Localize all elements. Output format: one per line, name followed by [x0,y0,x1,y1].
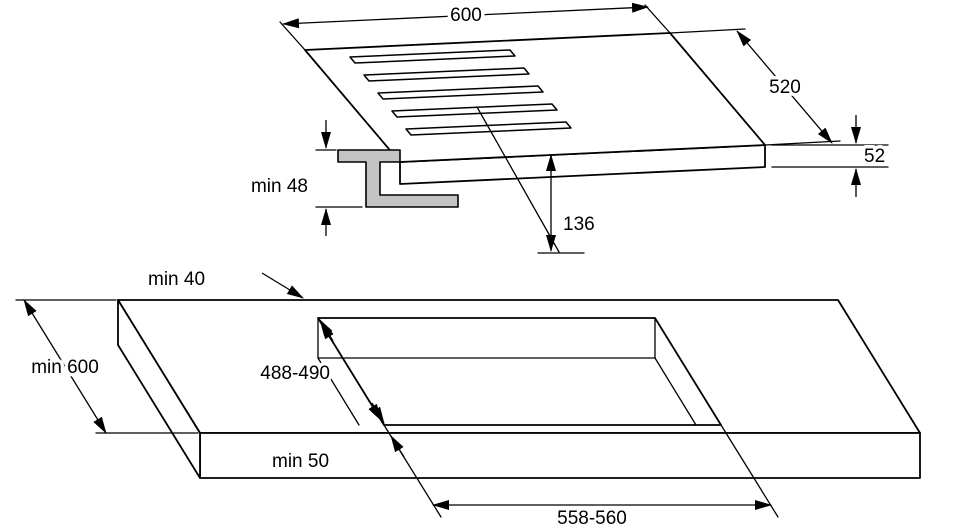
dim-min-clearance: min 48 [247,120,363,236]
dimension-line [282,2,649,29]
cutout-inner-edge [654,357,697,426]
burner-box-depth-label: 136 [563,214,595,235]
burner-bar [349,49,516,64]
burner-bar [391,103,558,118]
dim-cutout-width: 558-560 [383,424,779,532]
extension-line [383,424,442,518]
hob-width-label: 600 [450,5,482,26]
front-gap-label: min 50 [272,451,329,472]
dim-front-gap: min 50 [269,402,405,476]
burner-bar [363,67,530,82]
hob-height-label: 52 [864,146,885,167]
cutout-depth-label: 488-490 [260,363,330,384]
worktop-depth-label: min 600 [31,357,99,378]
leader-line [476,106,560,253]
dim-burner-box-depth: 136 [476,106,598,254]
extension-line [279,21,306,51]
rear-gap-label: min 40 [148,269,205,290]
dim-rear-gap: min 40 [145,266,334,342]
min-clearance-label: min 48 [251,176,308,197]
extension-line [669,28,746,34]
arrow-line [261,272,304,299]
dim-hob-depth: 520 [669,28,841,146]
hob-diagram: 600 520 52 136 [247,2,889,254]
hob-top-surface [304,32,766,163]
cutout-opening [317,317,722,426]
extension-line [644,4,671,34]
dim-worktop-depth: min 600 [15,299,199,434]
mounting-bracket [337,149,459,208]
worktop-diagram: min 600 min 40 488-490 min 50 558-560 [15,266,921,532]
cutout-width-label: 558-560 [557,508,627,529]
dim-cutout-depth: 488-490 [257,322,382,421]
dimension-line [23,299,107,434]
dim-hob-width: 600 [279,2,671,51]
burner-bar [377,85,544,100]
dim-hob-height: 52 [771,115,889,197]
arrow-line [371,402,385,424]
hob-depth-label: 520 [769,77,801,98]
dimension-line [736,30,833,144]
dimension-line [320,322,382,421]
